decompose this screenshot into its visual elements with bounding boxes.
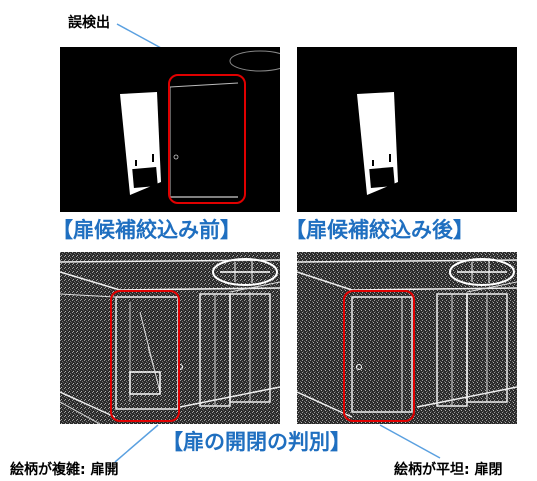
closed-door-highlight <box>343 290 415 422</box>
flat-pattern-pointer <box>379 424 441 459</box>
false-detection-highlight <box>168 74 246 204</box>
room-panel-closed <box>297 252 517 424</box>
complex-pattern-label: 絵柄が複雑: 扉開 <box>10 462 119 478</box>
after-narrowing-label: 【扉候補絞込み後】 <box>285 218 474 242</box>
open-door-highlight <box>110 290 180 422</box>
room-image-closed <box>297 252 517 424</box>
before-narrowing-label: 【扉候補絞込み前】 <box>52 218 241 242</box>
false-detection-label: 誤検出 <box>68 15 110 31</box>
edge-panel-after <box>297 47 517 212</box>
room-image-open <box>60 252 280 424</box>
edge-image-after <box>357 92 398 195</box>
open-close-judgment-label: 【扉の開閉の判別】 <box>162 430 351 454</box>
complex-pattern-pointer <box>114 424 159 463</box>
room-panel-open <box>60 252 280 424</box>
edge-image-before <box>120 50 280 198</box>
edge-panel-before <box>60 47 280 212</box>
flat-pattern-label: 絵柄が平坦: 扉閉 <box>394 462 503 478</box>
